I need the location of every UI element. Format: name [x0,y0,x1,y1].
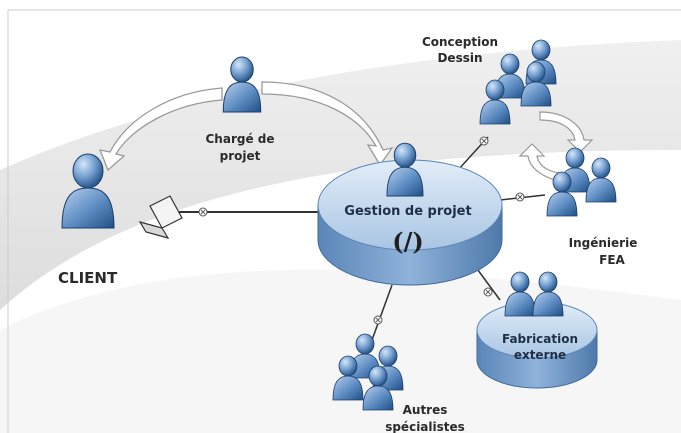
autres-label: Autres [403,403,448,417]
ingenierie-label: Ingénierie [569,236,638,250]
background-swoosh [0,40,681,310]
connection-line [371,284,393,341]
connector-icon [198,207,208,217]
connector-icon [515,192,525,202]
client-label: CLIENT [58,269,118,287]
conception-label: Dessin [437,51,482,65]
hub-logo-icon: (/) [392,227,423,256]
conception-label: Conception [422,35,498,49]
laptop-icon [138,195,183,239]
fabrication-label: Fabrication [502,332,578,346]
connector-icon [483,287,493,297]
project-management-hub: Gestion de projet (/) [317,159,503,286]
curved-arrow-icon [518,143,573,183]
connector-icon [479,136,489,146]
charge-label: projet [220,149,261,163]
autres-label: spécialistes [385,420,465,433]
fabrication-label: externe [514,348,566,362]
hub-label: Gestion de projet [344,204,471,219]
curved-arrow-icon [98,87,223,172]
ingenierie-label: FEA [599,253,625,267]
curved-arrow-icon [539,111,594,153]
charge-label: Chargé de [206,132,275,146]
connector-icon [373,315,383,325]
